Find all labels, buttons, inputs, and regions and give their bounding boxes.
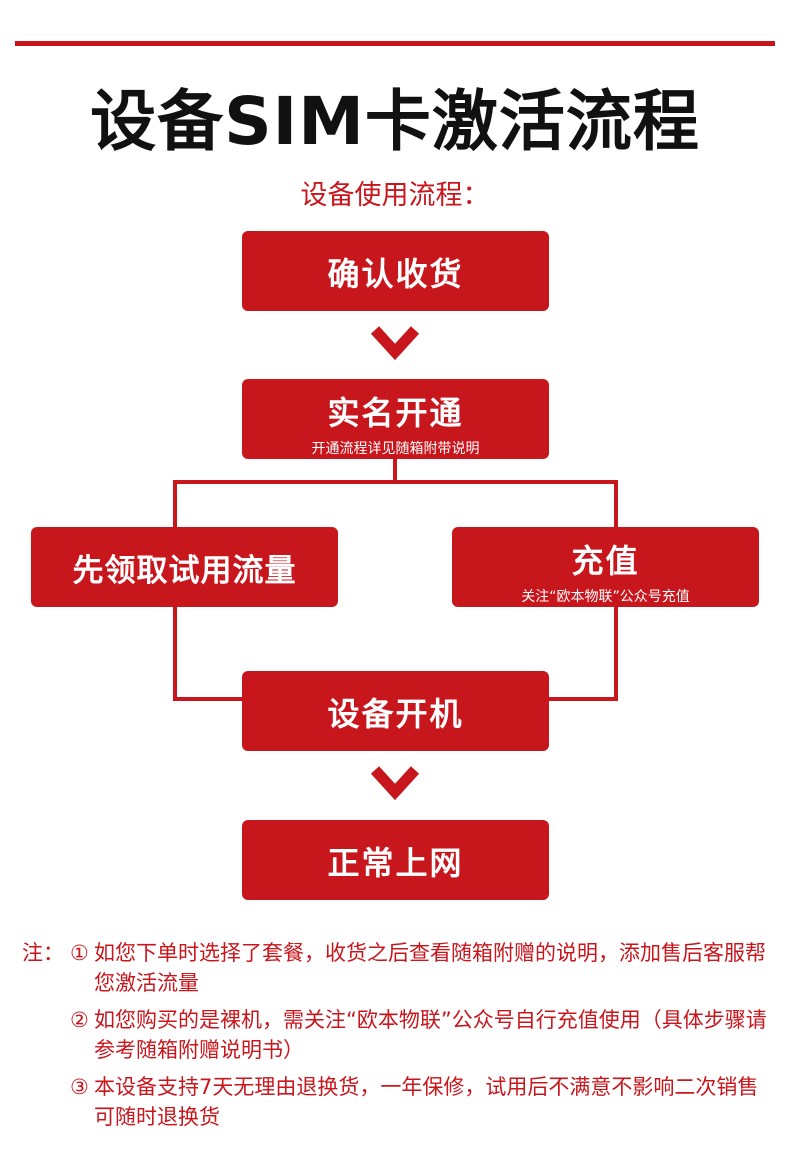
note-item: ③ 本设备支持7天无理由退换货，一年保修，试用后不满意不影响二次销售可随时退换货: [22, 1072, 772, 1132]
merge-connector: [173, 607, 242, 701]
note-text: 本设备支持7天无理由退换货，一年保修，试用后不满意不影响二次销售可随时退换货: [94, 1075, 759, 1129]
step-note: 开通流程详见随箱附带说明: [311, 441, 480, 457]
step-recharge: 充值 关注“欧本物联”公众号充值: [452, 527, 759, 607]
step-title: 先领取试用流量: [72, 553, 297, 589]
step-title: 正常上网: [327, 844, 464, 882]
top-divider: [15, 41, 775, 46]
page-subtitle: 设备使用流程：: [300, 180, 490, 211]
arrow-down-icon: [370, 766, 420, 801]
step-note: 关注“欧本物联”公众号充值: [521, 589, 690, 605]
note-text: 如您购买的是裸机，需关注“欧本物联”公众号自行充值使用（具体步骤请参考随箱附赠说…: [94, 1008, 767, 1062]
note-number: ①: [70, 941, 89, 965]
note-number: ③: [70, 1075, 89, 1099]
step-trial-data: 先领取试用流量: [31, 527, 338, 607]
page-title: 设备SIM卡激活流程: [90, 83, 700, 160]
note-number: ②: [70, 1008, 89, 1032]
step-power-on: 设备开机: [242, 671, 549, 751]
merge-connector: [549, 607, 618, 701]
arrow-down-icon: [370, 326, 420, 361]
notes-prefix: 注：: [22, 941, 64, 965]
note-text: 如您下单时选择了套餐，收货之后查看随箱附赠的说明，添加售后客服帮您激活流量: [94, 941, 766, 995]
step-realname-activation: 实名开通 开通流程详见随箱附带说明: [242, 379, 549, 459]
step-online: 正常上网: [242, 820, 549, 900]
branch-connector: [173, 459, 397, 527]
note-item: ② 如您购买的是裸机，需关注“欧本物联”公众号自行充值使用（具体步骤请参考随箱附…: [22, 1005, 772, 1065]
branch-connector: [395, 480, 618, 527]
step-title: 确认收货: [327, 255, 464, 293]
step-title: 充值: [571, 542, 640, 580]
step-confirm-receipt: 确认收货: [242, 231, 549, 311]
step-title: 实名开通: [327, 394, 464, 432]
step-title: 设备开机: [327, 695, 464, 733]
notes-section: 注： ① 如您下单时选择了套餐，收货之后查看随箱附赠的说明，添加售后客服帮您激活…: [22, 938, 772, 1139]
note-item: ① 如您下单时选择了套餐，收货之后查看随箱附赠的说明，添加售后客服帮您激活流量: [22, 938, 772, 998]
